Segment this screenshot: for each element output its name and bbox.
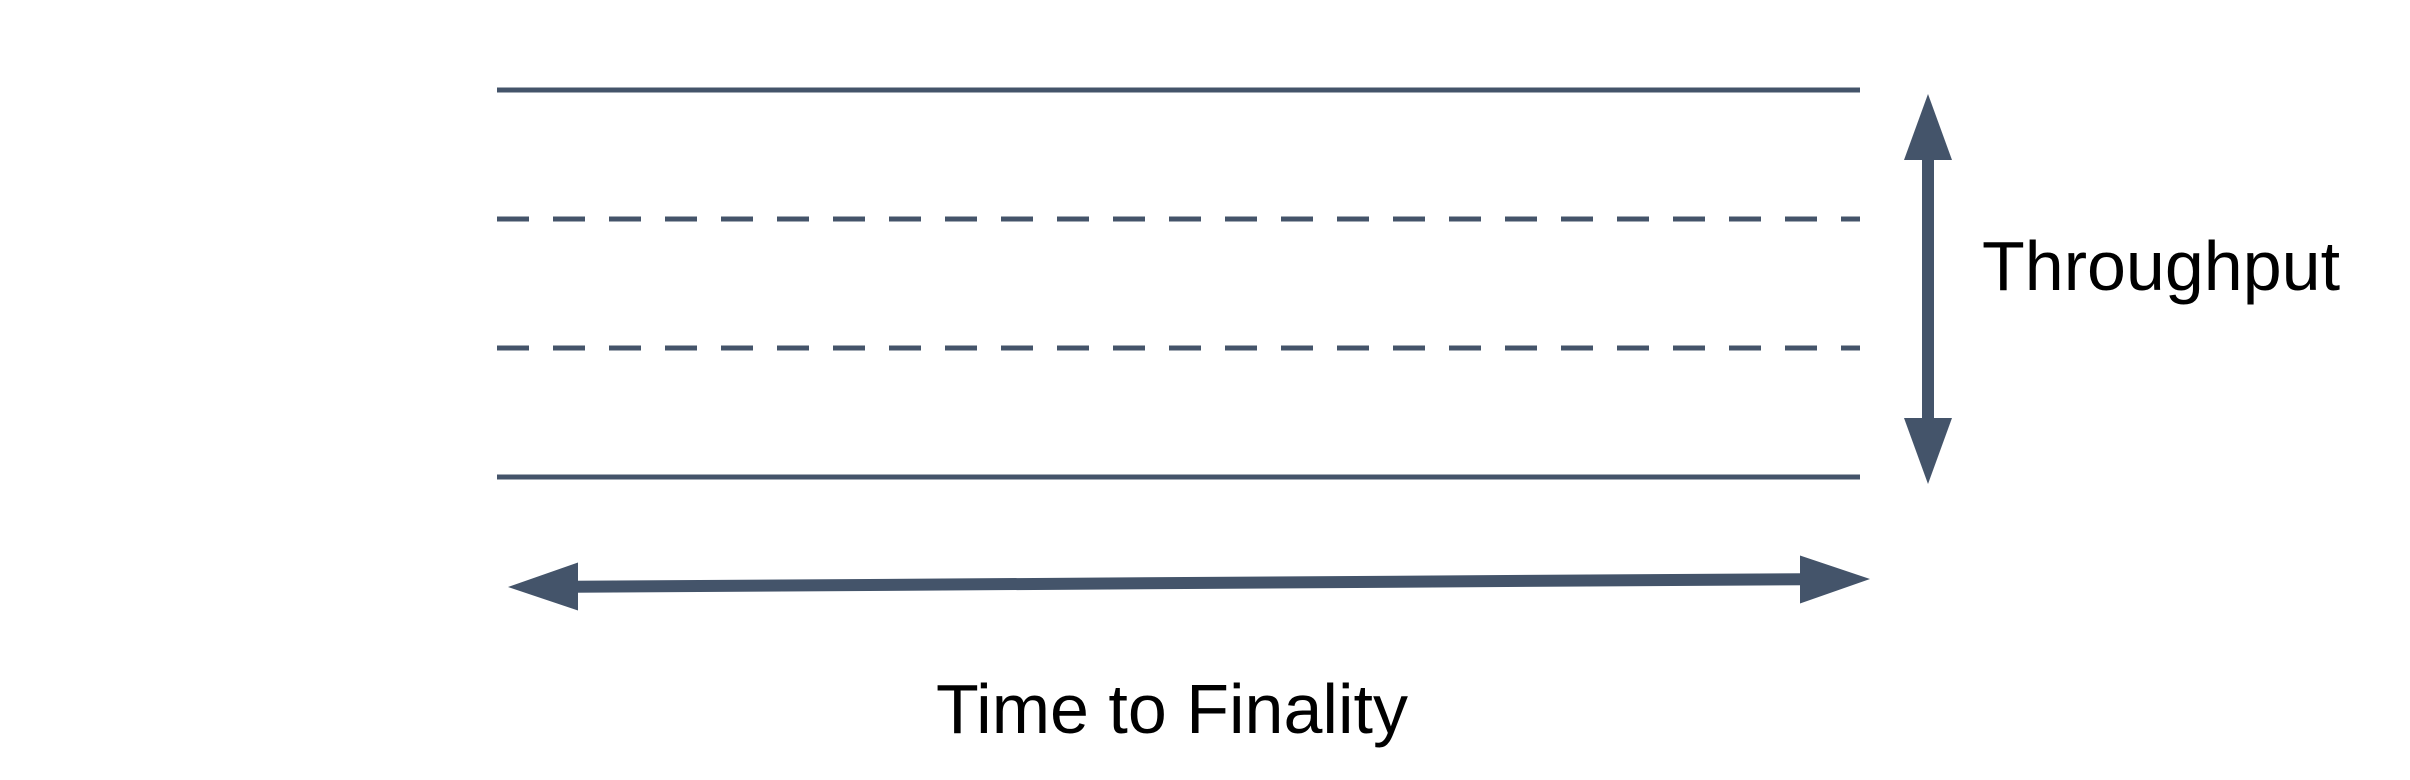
throughput-arrow (1904, 94, 1952, 484)
throughput-band (497, 87, 1860, 480)
time-to-finality-arrow (508, 555, 1870, 611)
throughput-label: Throughput (1982, 227, 2340, 305)
arrowhead-down-icon (1904, 418, 1952, 484)
arrowhead-left-icon (508, 562, 578, 611)
arrowhead-right-icon (1800, 555, 1870, 604)
time-to-finality-arrow-shaft (572, 573, 1806, 593)
arrowhead-up-icon (1904, 94, 1952, 160)
time-to-finality-label: Time to Finality (936, 670, 1408, 748)
